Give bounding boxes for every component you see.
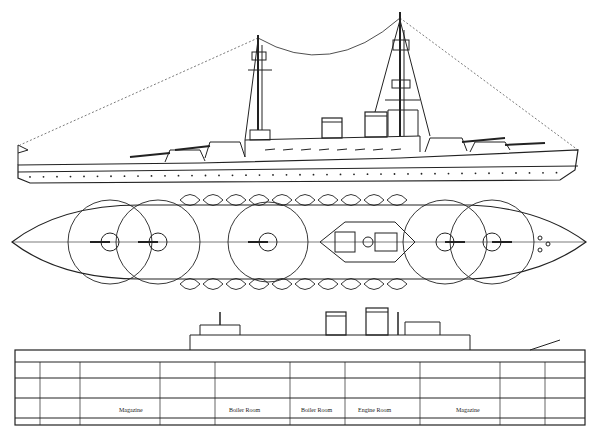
compartment-label: Boiler Room bbox=[228, 407, 261, 413]
inboard-profile bbox=[15, 308, 585, 425]
compartment-label: Magazine bbox=[118, 407, 144, 413]
plan-view bbox=[12, 195, 586, 290]
side-profile bbox=[18, 12, 578, 183]
compartment-label: Boiler Room bbox=[300, 407, 333, 413]
compartment-label: Magazine bbox=[455, 407, 481, 413]
compartment-label: Engine Room bbox=[357, 407, 392, 413]
